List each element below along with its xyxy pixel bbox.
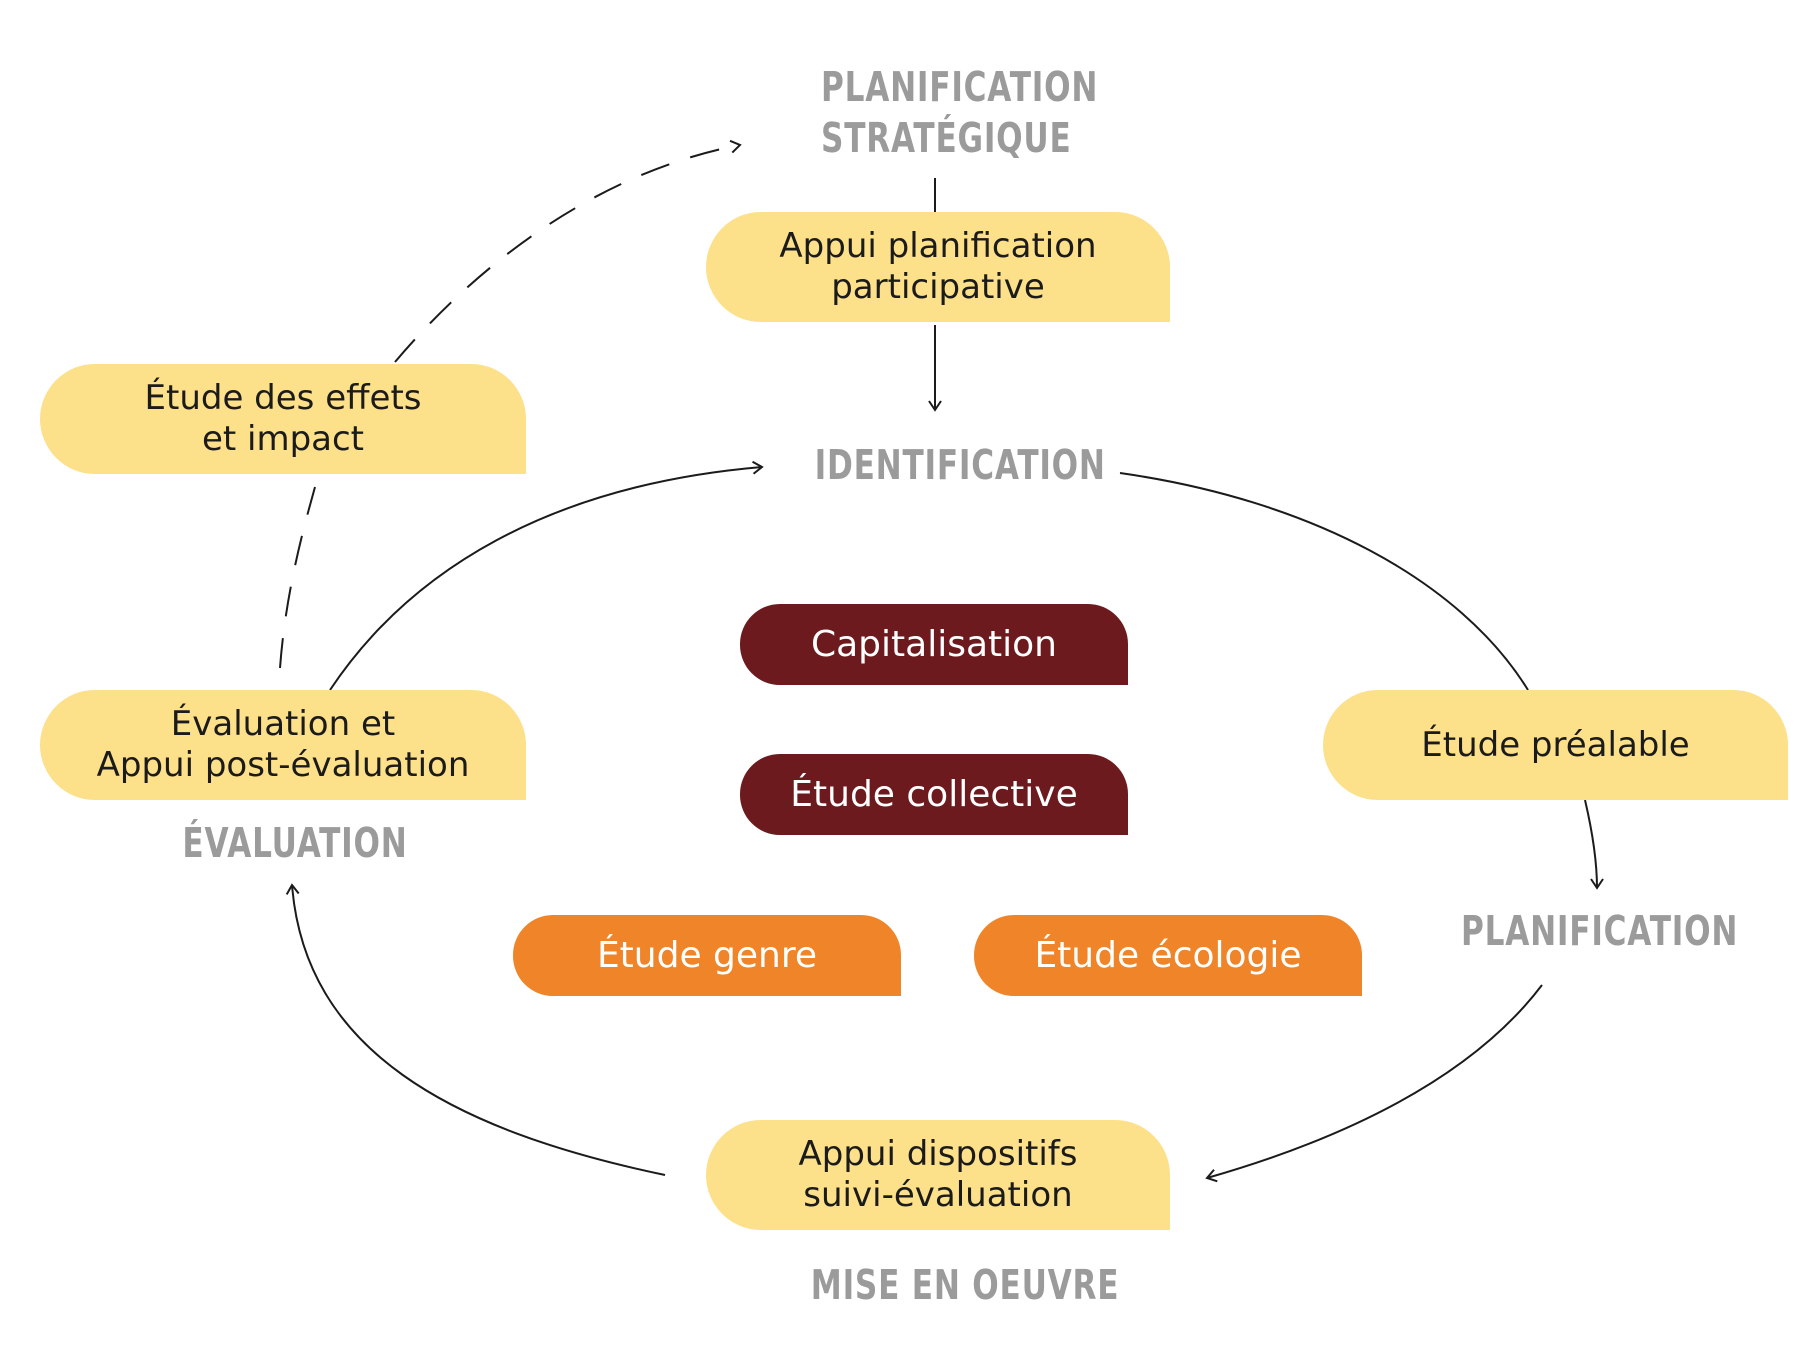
arrow-planification-to-dispositifs	[1205, 984, 1543, 1183]
stage-planification: PLANIFICATION	[1461, 907, 1739, 955]
arrow-dispositifs-to-evaluation	[285, 883, 666, 1176]
box-etude-genre: Étude genre	[513, 915, 901, 996]
stage-planification-strategique-line1: PLANIFICATION	[821, 63, 1099, 111]
box-appui-planification: Appui planification participative	[706, 212, 1170, 322]
stage-planification-strategique-line2: STRATÉGIQUE	[821, 114, 1072, 162]
box-etude-prealable-label: Étude préalable	[1421, 724, 1690, 765]
box-capitalisation-label: Capitalisation	[810, 624, 1057, 665]
arrow-prealable-to-planification	[1584, 799, 1604, 890]
stage-planification-strategique: PLANIFICATION STRATÉGIQUE	[821, 62, 1097, 164]
box-etude-collective-label: Étude collective	[790, 774, 1078, 815]
box-appui-dispositifs: Appui dispositifs suivi-évaluation	[706, 1120, 1170, 1230]
stage-evaluation: ÉVALUATION	[182, 819, 408, 867]
box-evaluation-appui-line2: Appui post-évaluation	[96, 745, 470, 785]
stage-identification: IDENTIFICATION	[814, 441, 1106, 489]
arrow-evaluation-to-effets-dashed	[279, 486, 316, 669]
box-capitalisation: Capitalisation	[740, 604, 1128, 685]
box-evaluation-appui-line1: Évaluation et	[170, 704, 396, 744]
box-appui-dispositifs-line1: Appui dispositifs	[798, 1134, 1078, 1174]
box-appui-planification-line1: Appui planification	[779, 226, 1097, 266]
box-etude-effets: Étude des effets et impact	[40, 364, 526, 474]
box-etude-collective: Étude collective	[740, 754, 1128, 835]
box-etude-effets-line1: Étude des effets	[144, 378, 422, 418]
box-evaluation-appui: Évaluation et Appui post-évaluation	[40, 690, 526, 800]
box-etude-genre-label: Étude genre	[596, 935, 818, 976]
box-appui-dispositifs-line2: suivi-évaluation	[803, 1175, 1073, 1215]
box-etude-effets-line2: et impact	[201, 419, 365, 459]
box-etude-ecologie-label: Étude écologie	[1034, 935, 1302, 976]
box-appui-planification-line2: participative	[831, 267, 1045, 307]
arrow-identification-to-prealable	[1119, 472, 1529, 691]
stage-mise-en-oeuvre: MISE EN OEUVRE	[810, 1261, 1120, 1309]
arrow-evaluation-to-identification	[329, 460, 764, 691]
box-etude-ecologie: Étude écologie	[974, 915, 1362, 996]
box-etude-prealable: Étude préalable	[1323, 690, 1788, 800]
arrow-effets-to-strategique-dashed	[394, 139, 742, 363]
